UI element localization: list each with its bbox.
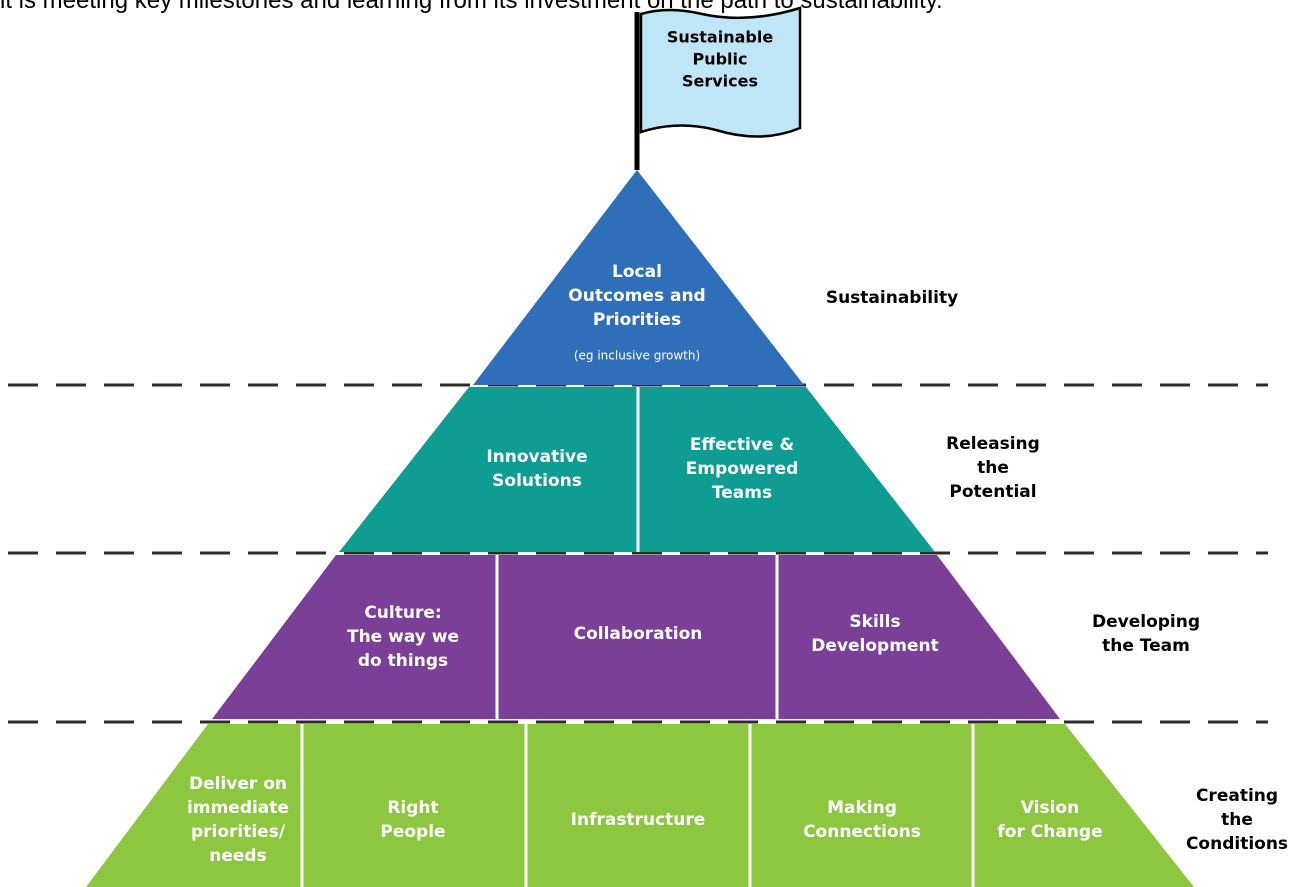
label-line: Collaboration bbox=[574, 624, 703, 644]
label-line: Deliver on bbox=[189, 774, 287, 794]
label-line: Sustainability bbox=[826, 288, 958, 308]
label-line: the bbox=[977, 458, 1009, 478]
label-line: Sustainable bbox=[667, 28, 773, 47]
block-label-culture: Culture: The way we do things bbox=[347, 603, 459, 671]
label-line: Services bbox=[682, 72, 758, 91]
label-line: Conditions bbox=[1186, 834, 1288, 854]
label-line: priorities/ bbox=[191, 822, 286, 842]
label-line: Releasing bbox=[946, 434, 1040, 454]
label-line: Connections bbox=[803, 822, 921, 842]
tier-creating-conditions bbox=[86, 724, 1194, 887]
label-line: Creating bbox=[1196, 786, 1278, 806]
label-line: Making bbox=[827, 798, 897, 818]
label-line: Outcomes and bbox=[568, 286, 705, 306]
block-label-infrastructure: Infrastructure bbox=[571, 810, 706, 830]
label-line: Innovative bbox=[486, 447, 587, 467]
label-line: immediate bbox=[187, 798, 289, 818]
label-line: the bbox=[1221, 810, 1253, 830]
label-line: do things bbox=[358, 651, 448, 671]
level-label-developing-team: Developing the Team bbox=[1092, 612, 1200, 656]
label-line: Potential bbox=[949, 482, 1036, 502]
label-line: Empowered bbox=[686, 459, 799, 479]
flag bbox=[639, 6, 802, 138]
block-label-vision-for-change: Vision for Change bbox=[997, 798, 1102, 842]
block-label-collaboration: Collaboration bbox=[574, 624, 703, 644]
label-line: the Team bbox=[1102, 636, 1190, 656]
heading-text: it is meeting key milestones and learnin… bbox=[0, 0, 943, 14]
block-note-inclusive-growth: (eg inclusive growth) bbox=[574, 349, 700, 363]
label-line: Solutions bbox=[492, 471, 582, 491]
block-label-deliver-on-priorities: Deliver on immediate priorities/needs bbox=[187, 774, 289, 866]
label-line: Infrastructure bbox=[571, 810, 706, 830]
label-line: Development bbox=[811, 636, 938, 656]
label-line: Right bbox=[387, 798, 438, 818]
label-line: Local bbox=[612, 262, 662, 282]
label-line: Teams bbox=[712, 483, 772, 503]
label-line: Effective & bbox=[690, 435, 794, 455]
tier-sustainability-block bbox=[473, 170, 804, 385]
label-line: Public bbox=[692, 50, 747, 69]
label-line: Priorities bbox=[593, 310, 681, 330]
label-line: Skills bbox=[849, 612, 900, 632]
label-line: Vision bbox=[1021, 798, 1079, 818]
label-line: Culture: bbox=[364, 603, 441, 623]
label-line: for Change bbox=[997, 822, 1102, 842]
label-line: The way we bbox=[347, 627, 459, 647]
label-line: Developing bbox=[1092, 612, 1200, 632]
tier-developing-team bbox=[212, 555, 1060, 719]
label-line: needs bbox=[209, 846, 266, 866]
label-line: People bbox=[380, 822, 445, 842]
level-label-sustainability: Sustainability bbox=[826, 288, 958, 308]
